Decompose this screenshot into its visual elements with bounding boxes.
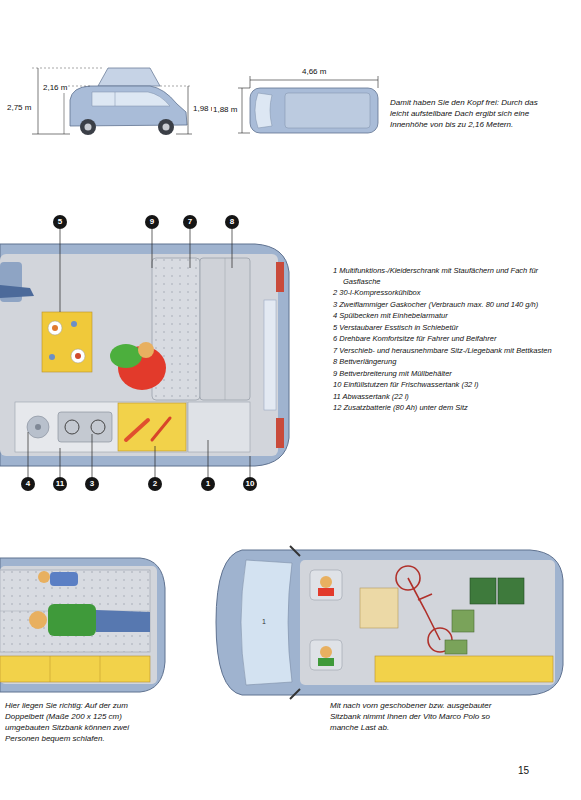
legend-item: 11 Abwassertank (22 l) (333, 392, 558, 403)
bed-plan (0, 558, 165, 692)
callout-number: 7 (183, 215, 197, 229)
legend-item: 9 Bettverbreiterung mit Müllbehälter (333, 369, 558, 380)
page-number: 15 (518, 765, 529, 777)
callout-number: 1 (201, 477, 215, 491)
dimension: 1,88 m (212, 105, 238, 115)
side-view-van (32, 68, 192, 135)
callout-number: 4 (21, 477, 35, 491)
legend-item: 6 Drehbare Komfortsitze für Fahrer und B… (333, 334, 558, 345)
cargo-plan (216, 546, 563, 699)
dimension: 4,66 m (301, 67, 327, 77)
callout-number: 11 (53, 477, 67, 491)
callout-number: 10 (243, 477, 257, 491)
legend-item: 8 Bettverlängerung (333, 357, 558, 368)
legend-item: 3 Zweiflammiger Gaskocher (Verbrauch max… (333, 300, 558, 311)
caption-text: Mit nach vorn geschobener bzw. ausgebaut… (330, 700, 495, 733)
legend-item: 12 Zusatzbatterie (80 Ah) unter dem Sitz (333, 403, 558, 414)
legend-item: 4 Spülbecken mit Einhebelarmatur (333, 311, 558, 322)
callout-number: 3 (85, 477, 99, 491)
callout-number: 1 (262, 618, 266, 626)
legend-item: 10 Einfüllstutzen für Frischwassertank (… (333, 380, 558, 391)
floor-plan (0, 229, 289, 477)
dimension: 2,75 m (6, 103, 32, 113)
legend-item: 2 30-l-Kompressorkühlbox (333, 288, 558, 299)
legend-item: 7 Verschieb- und herausnehmbare Sitz-/Li… (333, 346, 558, 357)
callout-number: 8 (225, 215, 239, 229)
callout-number: 9 (145, 215, 159, 229)
callout-number: 2 (148, 477, 162, 491)
dimension: 2,16 m (42, 83, 68, 93)
callout-number: 5 (53, 215, 67, 229)
caption-text: Hier liegen Sie richtig: Auf der zum Dop… (5, 700, 160, 744)
legend-item: 1 Multifunktions-/Kleiderschrank mit Sta… (333, 266, 558, 287)
top-view-van (238, 76, 378, 133)
legend-item: 5 Verstaubarer Esstisch in Schiebetür (333, 323, 558, 334)
caption-text: Damit haben Sie den Kopf frei: Durch das… (390, 97, 542, 130)
